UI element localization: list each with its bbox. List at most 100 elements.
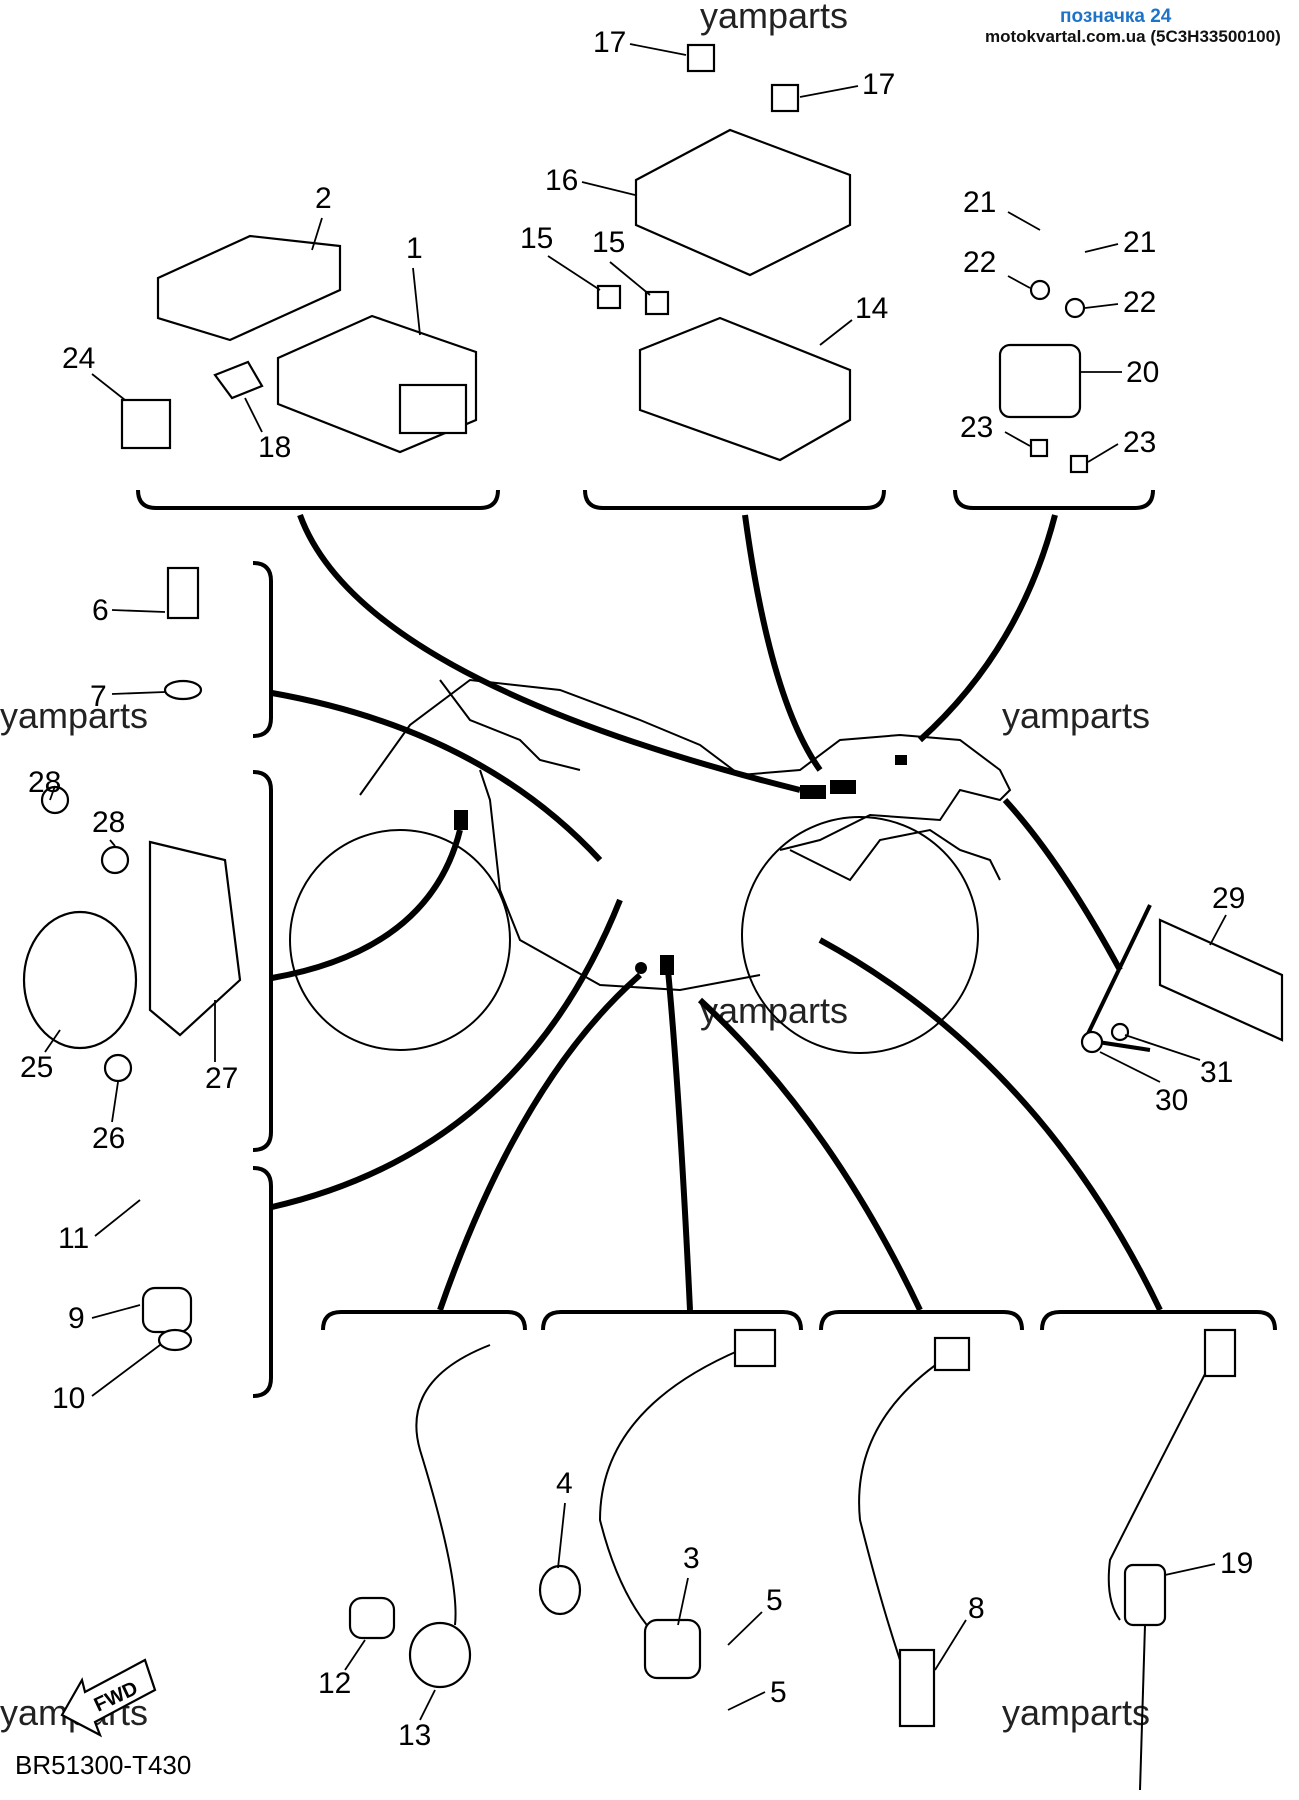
right-parts	[1080, 918, 1284, 1054]
callout-number: 18	[258, 431, 291, 464]
callout-6: 6	[92, 594, 166, 627]
bracket-top-left	[136, 489, 500, 510]
bolt-17	[770, 83, 800, 113]
nut	[1069, 454, 1089, 474]
callout-number: 16	[545, 164, 578, 197]
sensor-13	[408, 1621, 472, 1689]
connector	[1002, 797, 1123, 972]
callout-number: 22	[963, 246, 996, 279]
connector	[297, 513, 801, 793]
callout-31: 31	[1124, 1034, 1233, 1089]
callout-number: 30	[1155, 1084, 1188, 1117]
nut-30	[1080, 1030, 1104, 1054]
callout-number: 5	[770, 1676, 787, 1709]
front-wheel	[741, 816, 979, 1054]
callout-3: 3	[677, 1542, 700, 1626]
connector-3	[733, 1328, 777, 1368]
callout-10: 10	[52, 1344, 161, 1415]
callout-number: 17	[593, 26, 626, 59]
marker	[895, 755, 907, 765]
frame-line	[359, 678, 1012, 851]
horn	[22, 910, 138, 1050]
nut	[1029, 438, 1049, 458]
callout-28: 28	[28, 766, 61, 801]
callout-12: 12	[318, 1639, 366, 1700]
washer-31	[1110, 1022, 1130, 1042]
callout-19: 19	[1164, 1547, 1253, 1580]
group-brackets	[136, 489, 1277, 1398]
bracket-left-3	[252, 1166, 273, 1398]
callout-14: 14	[819, 292, 888, 346]
sensor-9	[141, 1286, 193, 1334]
callout-17: 17	[593, 26, 687, 59]
callout-number: 2	[315, 182, 332, 215]
callout-number: 20	[1126, 356, 1159, 389]
callout-18: 18	[244, 397, 291, 464]
callout-number: 10	[52, 1382, 85, 1415]
callout-20: 20	[1080, 356, 1159, 389]
callout-number: 8	[968, 1592, 985, 1625]
callout-23: 23	[960, 411, 1031, 447]
relay	[120, 398, 172, 450]
ecu-group	[120, 234, 478, 454]
marker	[635, 962, 647, 974]
rectifier	[634, 128, 852, 277]
rectifier-group	[596, 43, 852, 462]
connector-19	[1203, 1328, 1237, 1378]
callout-21: 21	[963, 186, 1041, 231]
washer	[1029, 279, 1051, 301]
horn-bracket	[148, 840, 242, 1037]
callout-28: 28	[92, 806, 125, 847]
callout-number: 15	[592, 226, 625, 259]
bracket-bottom-4	[1040, 1310, 1277, 1331]
callout-number: 24	[62, 342, 95, 375]
callout-15: 15	[592, 226, 651, 296]
connector-lines	[271, 513, 1163, 1312]
callout-number: 13	[398, 1719, 431, 1752]
callout-5: 5	[727, 1584, 783, 1646]
callout-number: 29	[1212, 882, 1245, 915]
header-label: позначка 24	[1060, 6, 1172, 27]
bolt-15	[596, 284, 622, 310]
engine-line	[479, 769, 761, 992]
sensor-12	[348, 1596, 396, 1640]
callout-number: 21	[963, 186, 996, 219]
fusebox-group	[998, 279, 1089, 474]
sensor-8	[898, 1648, 936, 1728]
o-ring-10	[157, 1328, 193, 1352]
callout-number: 19	[1220, 1547, 1253, 1580]
plate-29	[1158, 918, 1284, 1042]
bottom-parts	[348, 1328, 1237, 1791]
relay-bracket	[213, 360, 264, 400]
callout-number: 28	[28, 766, 61, 799]
callout-number: 27	[205, 1062, 238, 1095]
bolt-26	[103, 1053, 133, 1083]
callout-17: 17	[799, 68, 895, 101]
watermark: yamparts	[1002, 695, 1150, 736]
sensor-wire-13	[415, 1344, 491, 1626]
callout-number: 11	[58, 1222, 89, 1255]
marker	[830, 780, 856, 794]
watermark: yamparts	[700, 0, 848, 36]
callout-number: 9	[68, 1302, 85, 1335]
connector	[742, 514, 823, 772]
callout-5: 5	[727, 1676, 787, 1711]
watermark: yamparts	[0, 695, 148, 736]
bracket-left-1	[252, 561, 273, 738]
ecu-connector	[398, 383, 468, 435]
callout-number: 7	[90, 680, 107, 713]
callout-number: 3	[683, 1542, 700, 1575]
callout-number: 4	[556, 1467, 573, 1500]
callout-number: 26	[92, 1122, 125, 1155]
callout-7: 7	[90, 680, 166, 713]
watermark: yamparts	[1002, 1692, 1150, 1733]
callout-16: 16	[545, 164, 636, 197]
connector	[665, 969, 693, 1311]
callout-2: 2	[311, 182, 332, 251]
callout-25: 25	[20, 1029, 61, 1084]
connector	[271, 829, 463, 981]
callout-1: 1	[406, 232, 423, 336]
callout-21: 21	[1084, 226, 1156, 259]
bracket-top-center	[583, 489, 886, 510]
